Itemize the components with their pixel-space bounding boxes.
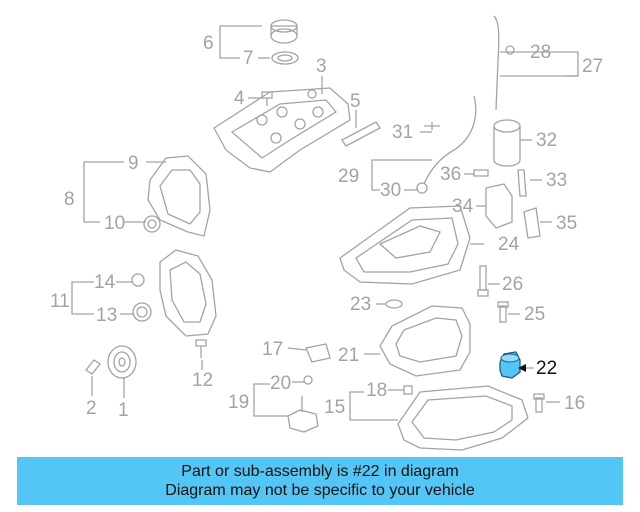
label-32: 32 xyxy=(536,130,557,151)
label-20: 20 xyxy=(270,373,291,394)
part-pulley xyxy=(85,339,207,379)
part-labels: 6 7 3 4 5 28 27 31 32 9 29 36 33 8 30 34… xyxy=(50,33,603,421)
part-oil-filler-cap xyxy=(270,19,299,65)
part-bolt-4 xyxy=(261,91,273,106)
label-21: 21 xyxy=(338,345,359,366)
label-18: 18 xyxy=(366,380,387,401)
label-22: 22 xyxy=(536,358,557,379)
label-8: 8 xyxy=(64,189,75,210)
label-15: 15 xyxy=(324,397,345,418)
part-bolts-26-25 xyxy=(385,265,509,323)
label-30: 30 xyxy=(380,180,401,201)
label-36: 36 xyxy=(440,164,461,185)
label-25: 25 xyxy=(524,304,545,325)
part-dipstick xyxy=(416,15,515,194)
part-gasket-5 xyxy=(341,121,381,147)
label-12: 12 xyxy=(192,370,213,391)
label-26: 26 xyxy=(502,274,523,295)
label-13: 13 xyxy=(96,305,117,326)
label-27: 27 xyxy=(582,56,603,77)
part-lower-timing-cover xyxy=(131,249,217,337)
parts-diagram: 6 7 3 4 5 28 27 31 32 9 29 36 33 8 30 34… xyxy=(50,15,603,451)
label-1: 1 xyxy=(118,400,129,421)
label-24: 24 xyxy=(498,234,520,255)
part-lower-oil-pan xyxy=(397,385,545,451)
label-33: 33 xyxy=(546,170,567,191)
label-35: 35 xyxy=(556,213,577,234)
part-22-highlighted xyxy=(499,351,521,379)
label-2: 2 xyxy=(86,398,97,419)
label-28: 28 xyxy=(530,42,551,63)
part-oil-level-sensor xyxy=(287,343,331,433)
label-9: 9 xyxy=(128,153,139,174)
part-timing-cover xyxy=(143,155,211,237)
label-3: 3 xyxy=(316,56,327,77)
label-34: 34 xyxy=(452,196,474,217)
label-4: 4 xyxy=(234,88,245,109)
label-16: 16 xyxy=(564,393,585,414)
label-11: 11 xyxy=(50,291,70,312)
part-oil-cooler xyxy=(485,169,541,239)
label-29: 29 xyxy=(338,166,359,187)
label-7: 7 xyxy=(243,48,254,69)
label-14: 14 xyxy=(94,272,116,293)
part-oil-filter xyxy=(424,119,521,177)
part-oil-baffle xyxy=(379,305,471,377)
part-upper-oil-pan xyxy=(339,205,471,285)
label-5: 5 xyxy=(350,91,361,112)
banner-line-2: Diagram may not be specific to your vehi… xyxy=(165,482,475,499)
part-cylinder-head-cover xyxy=(213,87,351,173)
banner-line-1: Part or sub-assembly is #22 in diagram xyxy=(181,463,459,480)
leader-lines xyxy=(71,25,579,421)
label-17: 17 xyxy=(262,339,283,360)
label-10: 10 xyxy=(104,213,125,234)
label-31: 31 xyxy=(392,122,413,143)
label-23: 23 xyxy=(350,294,371,315)
label-19: 19 xyxy=(228,392,249,413)
label-6: 6 xyxy=(203,33,214,54)
info-banner: Part or sub-assembly is #22 in diagram D… xyxy=(17,457,623,505)
